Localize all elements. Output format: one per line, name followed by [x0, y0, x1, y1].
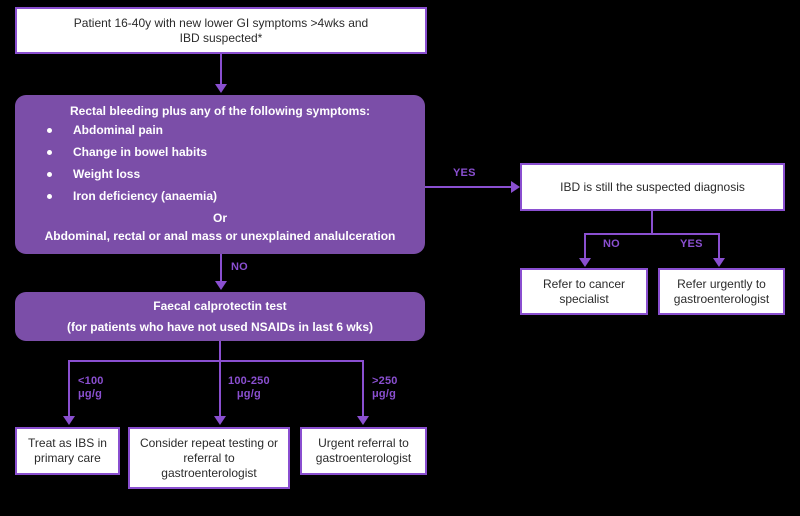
node-symptoms-footer: Abdominal, rectal or anal mass or unexpl… — [44, 229, 396, 243]
node-treat-ibs-label: Treat as IBS in primary care — [28, 436, 107, 465]
edge-label-symptoms-no: NO — [231, 261, 248, 273]
node-faecal-test-line1: Faecal calprotectin test — [153, 298, 287, 313]
arrowhead-symptoms-no — [215, 281, 227, 290]
node-start-line2: IBD suspected* — [179, 30, 263, 45]
edge-label-faecal-low: <100 μg/g — [78, 375, 104, 400]
node-start: Patient 16-40y with new lower GI symptom… — [15, 7, 427, 54]
list-item: Abdominal pain — [41, 123, 425, 138]
arrowhead-faecal-low — [63, 416, 75, 425]
node-urgent-referral-label: Urgent referral to gastroenterologist — [315, 436, 412, 465]
node-urgent-referral: Urgent referral to gastroenterologist — [300, 427, 427, 475]
edge-label-ibd-yes: YES — [680, 238, 703, 250]
connector-ibd-split — [584, 233, 719, 235]
connector-ibd-yes-branch — [718, 233, 720, 260]
node-consider-repeat: Consider repeat testing or referral to g… — [128, 427, 290, 489]
edge-label-faecal-high: >250 μg/g — [372, 375, 398, 400]
node-start-line1: Patient 16-40y with new lower GI symptom… — [73, 15, 369, 30]
node-refer-urgent-gastro-label: Refer urgently to gastroenterologist — [673, 276, 770, 306]
node-symptoms: Rectal bleeding plus any of the followin… — [15, 95, 425, 254]
node-symptoms-or: Or — [212, 211, 227, 225]
edge-label-ibd-no: NO — [603, 238, 620, 250]
connector-faecal-high — [362, 360, 364, 418]
node-faecal-test-line2: (for patients who have not used NSAIDs i… — [66, 319, 374, 334]
connector-faecal-mid — [219, 360, 221, 418]
arrowhead-ibd-no — [579, 258, 591, 267]
connector-ibd-no-branch — [584, 233, 586, 260]
node-refer-urgent-gastro: Refer urgently to gastroenterologist — [658, 268, 785, 315]
node-refer-cancer: Refer to cancer specialist — [520, 268, 648, 315]
connector-start-to-symptoms — [220, 54, 222, 86]
arrowhead-faecal-mid — [214, 416, 226, 425]
node-symptoms-title: Rectal bleeding plus any of the followin… — [69, 104, 371, 118]
edge-label-symptoms-yes: YES — [453, 167, 476, 179]
node-refer-cancer-label: Refer to cancer specialist — [542, 276, 626, 306]
connector-ibd-stem — [651, 211, 653, 234]
arrowhead-start-to-symptoms — [215, 84, 227, 93]
node-ibd-suspected-label: IBD is still the suspected diagnosis — [560, 179, 745, 194]
connector-symptoms-yes — [425, 186, 513, 188]
list-item: Change in bowel habits — [41, 145, 425, 160]
edge-label-faecal-mid: 100-250 μg/g — [228, 375, 270, 400]
connector-symptoms-no — [220, 254, 222, 283]
node-faecal-test: Faecal calprotectin test (for patients w… — [15, 292, 425, 341]
connector-faecal-split — [68, 360, 363, 362]
connector-faecal-low — [68, 360, 70, 418]
arrowhead-faecal-high — [357, 416, 369, 425]
arrowhead-symptoms-yes — [511, 181, 520, 193]
node-consider-repeat-label: Consider repeat testing or referral to g… — [139, 435, 279, 480]
list-item: Iron deficiency (anaemia) — [41, 189, 425, 204]
arrowhead-ibd-yes — [713, 258, 725, 267]
list-item: Weight loss — [41, 167, 425, 182]
symptom-list: Abdominal pain Change in bowel habits We… — [15, 123, 425, 204]
node-treat-ibs: Treat as IBS in primary care — [15, 427, 120, 475]
node-ibd-suspected: IBD is still the suspected diagnosis — [520, 163, 785, 211]
connector-faecal-stem — [219, 341, 221, 361]
